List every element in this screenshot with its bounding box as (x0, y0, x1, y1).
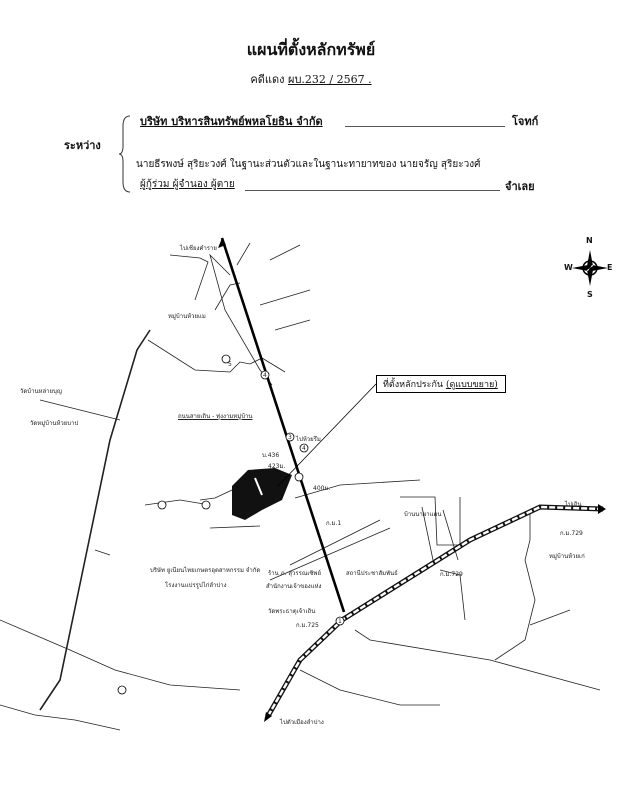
compass-s: S (587, 290, 593, 299)
map-label: ก.ม.1 (326, 520, 342, 527)
compass-e: E (607, 263, 613, 272)
compass-w: W (564, 263, 573, 272)
map-label: ไปห้วยรึม (296, 436, 321, 443)
defendant-line2: ผู้กู้ร่วม ผู้จำนอง ผู้ตาย (140, 179, 235, 190)
brace (118, 115, 131, 193)
callout-expand-link[interactable]: (ดูแบบขยาย) (445, 380, 498, 390)
map-label: หมู่บ้านห้วยแม (168, 313, 206, 320)
case-number-value: ผบ.232 / 2567 . (288, 73, 372, 86)
case-number: คดีแดง ผบ.232 / 2567 . (0, 70, 622, 88)
map-label: ก.ม.729 (560, 530, 583, 537)
between-label: ระหว่าง (64, 139, 101, 152)
map-label: ไปเถิน (565, 501, 582, 508)
map-label: ก.ม.725 (296, 622, 319, 629)
road-marker: 1 (338, 618, 342, 625)
map-label: ไปเชียงคำราย (180, 245, 217, 252)
map-label: บ้านนาผาแตน (404, 511, 442, 518)
map-label: วัดพระธาตุเจ้าเถิน (268, 608, 316, 615)
case-label: คดีแดง (250, 73, 285, 86)
defendant-line (245, 190, 500, 191)
road-marker: 3 (288, 434, 292, 441)
map-label: บริษัท ยูเนียนไทยเกษตรอุตสาหกรรม จำกัด (150, 567, 261, 574)
defendant-line1: นายธีรพงษ์ สุริยะวงศ์ ในฐานะส่วนตัวและใน… (136, 159, 481, 170)
road-marker: 4 (263, 372, 267, 379)
road-marker: 4 (302, 445, 306, 452)
road-marker: 5 (228, 361, 232, 368)
map-label: สำนักงานเจ้าของแห่ง (266, 583, 322, 590)
map-label: สถานีประชาสัมพันธ์ (346, 570, 398, 577)
map-label: ถนนสายเถิน - ทุ่งงามหมู่บ้าน (178, 413, 253, 420)
map-label: วัดหมู่บ้านห้วยบาป (30, 420, 79, 427)
collateral-location-callout[interactable]: ที่ตั้งหลักประกัน (ดูแบบขยาย) (376, 375, 506, 393)
plaintiff-line (345, 126, 505, 127)
map-label: ก.ม.729 (440, 571, 463, 578)
map-label: หมู่บ้านห้วยเก่ (549, 553, 585, 560)
compass-icon (572, 250, 608, 286)
map-label: 400ม. (313, 485, 331, 492)
plaintiff-role: โจทก์ (512, 115, 539, 128)
page-title: แผนที่ตั้งหลักทรัพย์ (246, 40, 376, 59)
map-label: บ.436 (262, 452, 280, 459)
defendant-role: จำเลย (505, 180, 535, 193)
callout-text: ที่ตั้งหลักประกัน (383, 380, 444, 390)
map-label: 423ม. (268, 463, 286, 470)
compass-n: N (586, 236, 593, 245)
map-label: ไปตัวเมืองลำปาง (280, 719, 324, 726)
plaintiff-name: บริษัท บริหารสินทรัพย์พหลโยธิน จำกัด (140, 115, 323, 128)
map-label: โรงงานแปรรูปไก่ลำปาง (165, 582, 227, 589)
map-label: ร้าน ภ. สุวรรณเซิพย์ (268, 570, 322, 577)
map-label: วัดบ้านหล่ายบุญ (20, 388, 62, 395)
